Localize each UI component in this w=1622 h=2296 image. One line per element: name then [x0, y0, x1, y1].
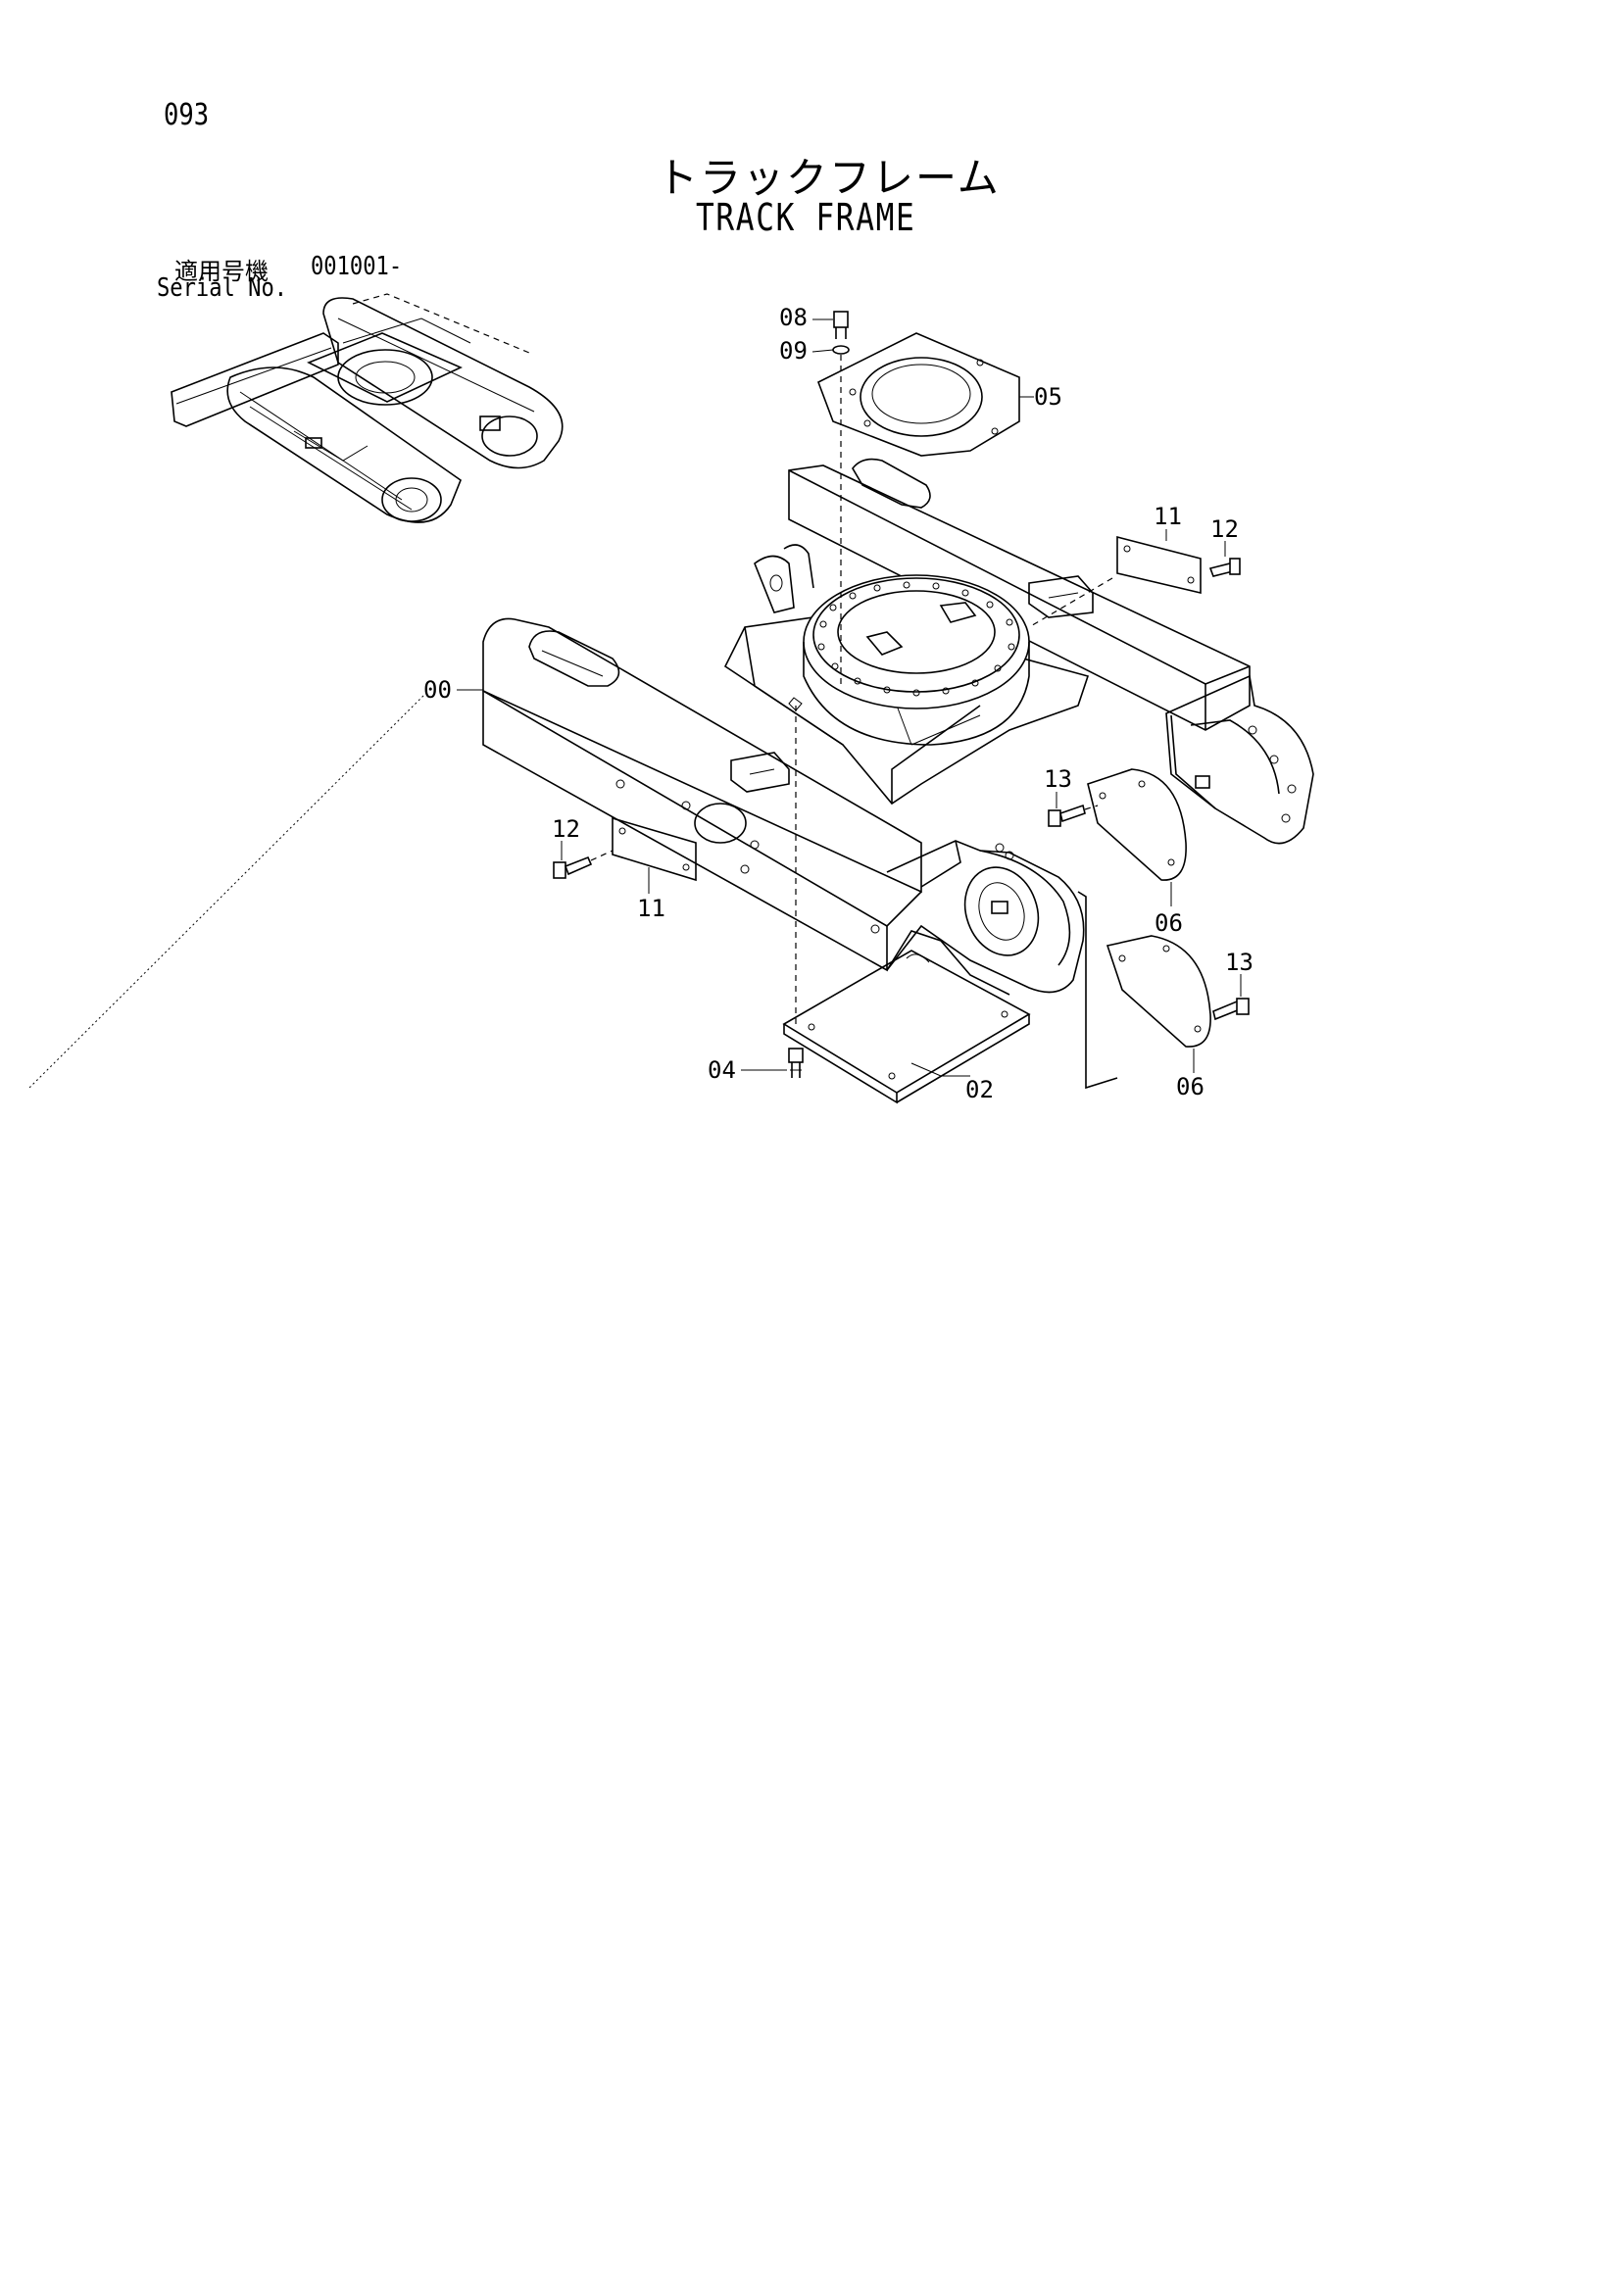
part-13-bolt-lower — [1212, 998, 1250, 1021]
callout-11-left: 11 — [637, 867, 665, 922]
part-05-cover-ring — [816, 332, 1020, 457]
title-english: TRACK FRAME — [696, 196, 916, 239]
svg-text:08: 08 — [779, 304, 808, 331]
part-11-plate-left — [612, 816, 697, 882]
callout-02: 02 — [910, 1062, 994, 1103]
callout-12-right: 12 — [1210, 515, 1239, 557]
title-japanese: トラックフレーム — [657, 154, 1001, 202]
svg-text:06: 06 — [1155, 909, 1183, 937]
callout-09: 09 — [779, 337, 834, 365]
svg-text:05: 05 — [1034, 383, 1062, 411]
svg-text:09: 09 — [779, 337, 808, 365]
svg-text:13: 13 — [1044, 765, 1072, 793]
part-04-bolt — [788, 1048, 804, 1078]
callout-08: 08 — [779, 304, 833, 331]
callout-13-lower: 13 — [1225, 949, 1253, 997]
callout-00: 00 — [423, 676, 483, 704]
part-12-screw-right — [1208, 558, 1241, 577]
svg-text:11: 11 — [1154, 503, 1182, 530]
svg-text:06: 06 — [1176, 1073, 1204, 1100]
part-12-screw-left — [553, 855, 593, 879]
callout-13-upper: 13 — [1044, 765, 1072, 808]
svg-text:04: 04 — [708, 1056, 736, 1084]
svg-text:12: 12 — [1210, 515, 1239, 543]
part-06-side-cover-upper — [1087, 768, 1187, 881]
callout-11-right: 11 — [1154, 503, 1182, 541]
part-09-washer — [832, 345, 850, 355]
svg-text:02: 02 — [965, 1076, 994, 1103]
callout-12-left: 12 — [552, 815, 580, 860]
serial-value: 001001- — [311, 252, 403, 281]
serial-label-japanese: 適用号機 — [174, 258, 269, 285]
callout-06-upper: 06 — [1155, 882, 1183, 937]
part-13-bolt-upper — [1048, 804, 1086, 827]
svg-text:12: 12 — [552, 815, 580, 843]
callout-04: 04 — [708, 1056, 787, 1084]
serial-label-english: Serial No. — [157, 273, 288, 303]
swing-circle-bolts — [817, 581, 1015, 697]
track-frame-main — [482, 458, 1314, 996]
machine-overview-thumbnail — [171, 293, 564, 523]
svg-text:13: 13 — [1225, 949, 1253, 976]
part-06-side-cover-lower — [1106, 935, 1211, 1048]
svg-text:00: 00 — [423, 676, 452, 704]
svg-text:11: 11 — [637, 895, 665, 922]
callout-06-lower: 06 — [1176, 1049, 1204, 1100]
part-08-bolt — [833, 311, 849, 339]
callout-05: 05 — [1019, 383, 1062, 411]
part-11-plate-right — [1116, 535, 1202, 595]
page-number: 093 — [164, 98, 210, 132]
